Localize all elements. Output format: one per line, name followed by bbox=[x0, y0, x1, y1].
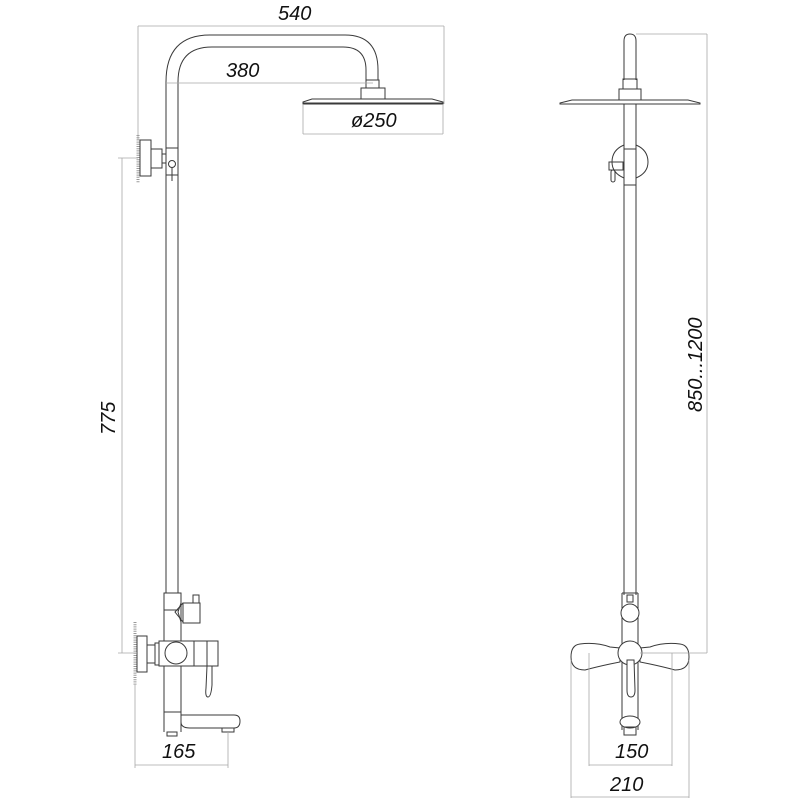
mixer-body bbox=[133, 592, 241, 737]
arm-top bbox=[623, 33, 637, 80]
dim-label-380: 380 bbox=[226, 60, 259, 82]
dimension-150: 150 bbox=[588, 653, 673, 766]
side-view: 540 380 ø250 775 165 bbox=[98, 3, 445, 768]
dimension-250: ø250 bbox=[302, 105, 444, 135]
rain-shower-head-front bbox=[559, 99, 701, 105]
bath-spout bbox=[180, 714, 241, 729]
dimension-540: 540 bbox=[137, 3, 445, 140]
upper-wall-bracket bbox=[136, 135, 179, 183]
diverter-knob-front bbox=[620, 603, 640, 623]
mixer-lever-front bbox=[626, 659, 636, 698]
dimension-210: 210 bbox=[570, 660, 690, 798]
dim-label-540: 540 bbox=[278, 3, 311, 25]
shower-arm bbox=[165, 34, 379, 83]
mixer-front bbox=[570, 592, 690, 736]
head-mount bbox=[360, 87, 386, 100]
cold-handle bbox=[570, 642, 621, 671]
dim-label-775: 775 bbox=[98, 401, 120, 435]
dimension-850-1200: 850...1200 bbox=[636, 33, 708, 654]
dim-label-850-1200: 850...1200 bbox=[685, 317, 707, 412]
diverter-knob bbox=[182, 602, 201, 624]
arm-connector bbox=[365, 79, 380, 89]
mixer-lever-base bbox=[193, 640, 208, 667]
hot-handle bbox=[639, 642, 690, 671]
mixer-lever bbox=[205, 665, 213, 698]
upper-bracket-front bbox=[608, 144, 649, 186]
front-view: 850...1200 150 210 bbox=[559, 33, 708, 798]
riser-pipe bbox=[165, 82, 179, 595]
dim-label-150: 150 bbox=[615, 741, 648, 763]
dim-label-165: 165 bbox=[162, 741, 196, 763]
dimension-380: 380 bbox=[166, 60, 373, 84]
dim-label-210: 210 bbox=[609, 774, 643, 796]
dim-label-250: ø250 bbox=[351, 110, 397, 132]
dimension-165: 165 bbox=[134, 685, 229, 768]
diverter-pin bbox=[192, 594, 200, 604]
dimension-775: 775 bbox=[98, 157, 138, 654]
